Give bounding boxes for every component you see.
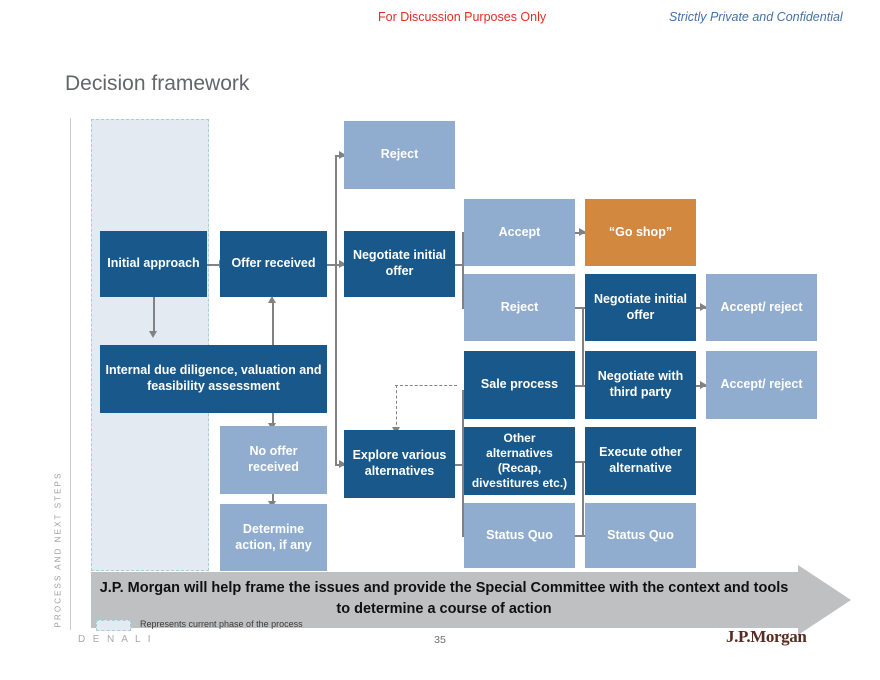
legend-swatch-current-phase [96,620,131,631]
node-initial-approach[interactable]: Initial approach [100,231,207,297]
project-codename: D E N A L I [78,634,153,645]
summary-banner-body [91,572,798,628]
connector-internal-dd-to-no-offer [272,413,274,426]
arrowhead-negotiate2-to-accept-reject1 [700,302,707,311]
connector-other-alt-to-trunk [575,461,583,463]
connector-offer-to-trunk [327,264,337,266]
node-accept-reject-2[interactable]: Accept/ reject [706,351,817,419]
node-negotiate-with-third-party[interactable]: Negotiate with third party [585,351,696,419]
arrowhead-trunk-to-reject-top [339,150,346,159]
connector-col4-trunk-upper [582,307,584,385]
summary-banner: J.P. Morgan will help frame the issues a… [91,565,851,635]
sidebar-divider [70,118,71,630]
arrowhead-internal-dd-to-offer [268,296,276,303]
node-status-quo-col5[interactable]: Status Quo [585,503,696,568]
section-label-process-and-next-steps: PROCESS AND NEXT STEPS [53,471,63,628]
node-execute-other-alternative[interactable]: Execute other alternative [585,427,696,495]
page-title: Decision framework [65,72,250,95]
node-internal-due-diligence[interactable]: Internal due diligence, valuation and fe… [100,345,327,413]
connector-status-quo-to-trunk [575,535,583,537]
dashed-connector-sale-to-explore-h [395,385,457,386]
arrowhead-accept-to-go-shop [579,227,586,236]
connector-col4-trunk-lower [582,461,584,535]
node-accept-reject-1[interactable]: Accept/ reject [706,274,817,341]
connector-no-offer-to-determine [272,494,274,504]
arrowhead-initial-to-internal-dd [149,331,157,338]
node-determine-action[interactable]: Determine action, if any [220,504,327,571]
connector-decision-trunk [335,155,337,465]
legend-label-current-phase: Represents current phase of the process [140,619,303,629]
node-negotiate-initial-offer-2[interactable]: Negotiate initial offer [585,274,696,341]
connector-branch-alternatives [462,390,464,536]
discussion-purposes-notice: For Discussion Purposes Only [378,10,547,24]
jpmorgan-logo: J.P.Morgan [726,627,807,646]
node-no-offer-received[interactable]: No offer received [220,426,327,494]
arrowhead-trunk-to-negotiate [339,259,346,268]
connector-internal-dd-to-offer [272,300,274,345]
arrowhead-trunk-to-explore [339,459,346,468]
summary-banner-text: J.P. Morgan will help frame the issues a… [99,580,789,618]
confidentiality-notice: Strictly Private and Confidential [669,10,843,24]
node-offer-received[interactable]: Offer received [220,231,327,297]
node-reject-mid[interactable]: Reject [464,274,575,341]
connector-explore-to-branch [455,464,465,466]
connector-initial-to-internal-dd [153,297,155,334]
node-status-quo-col4[interactable]: Status Quo [464,503,575,568]
node-explore-various-alternatives[interactable]: Explore various alternatives [344,430,455,498]
node-sale-process[interactable]: Sale process [464,351,575,419]
dashed-connector-sale-to-explore-v [396,385,397,430]
node-other-alternatives[interactable]: Other alternatives (Recap, divestitures … [464,427,575,495]
connector-sale-to-trunk [575,385,583,387]
node-negotiate-initial-offer[interactable]: Negotiate initial offer [344,231,455,297]
node-reject-top[interactable]: Reject [344,121,455,189]
connector-negotiate-to-branch [455,264,465,266]
summary-banner-arrowhead [798,565,851,635]
connector-branch-accept-reject [462,232,464,308]
arrowhead-negotiate3rd-to-accept-reject2 [700,380,707,389]
node-accept[interactable]: Accept [464,199,575,266]
connector-initial-to-offer [207,264,220,266]
page-number: 35 [434,634,446,646]
node-go-shop[interactable]: “Go shop” [585,199,696,266]
connector-reject-mid-to-trunk [575,307,583,309]
